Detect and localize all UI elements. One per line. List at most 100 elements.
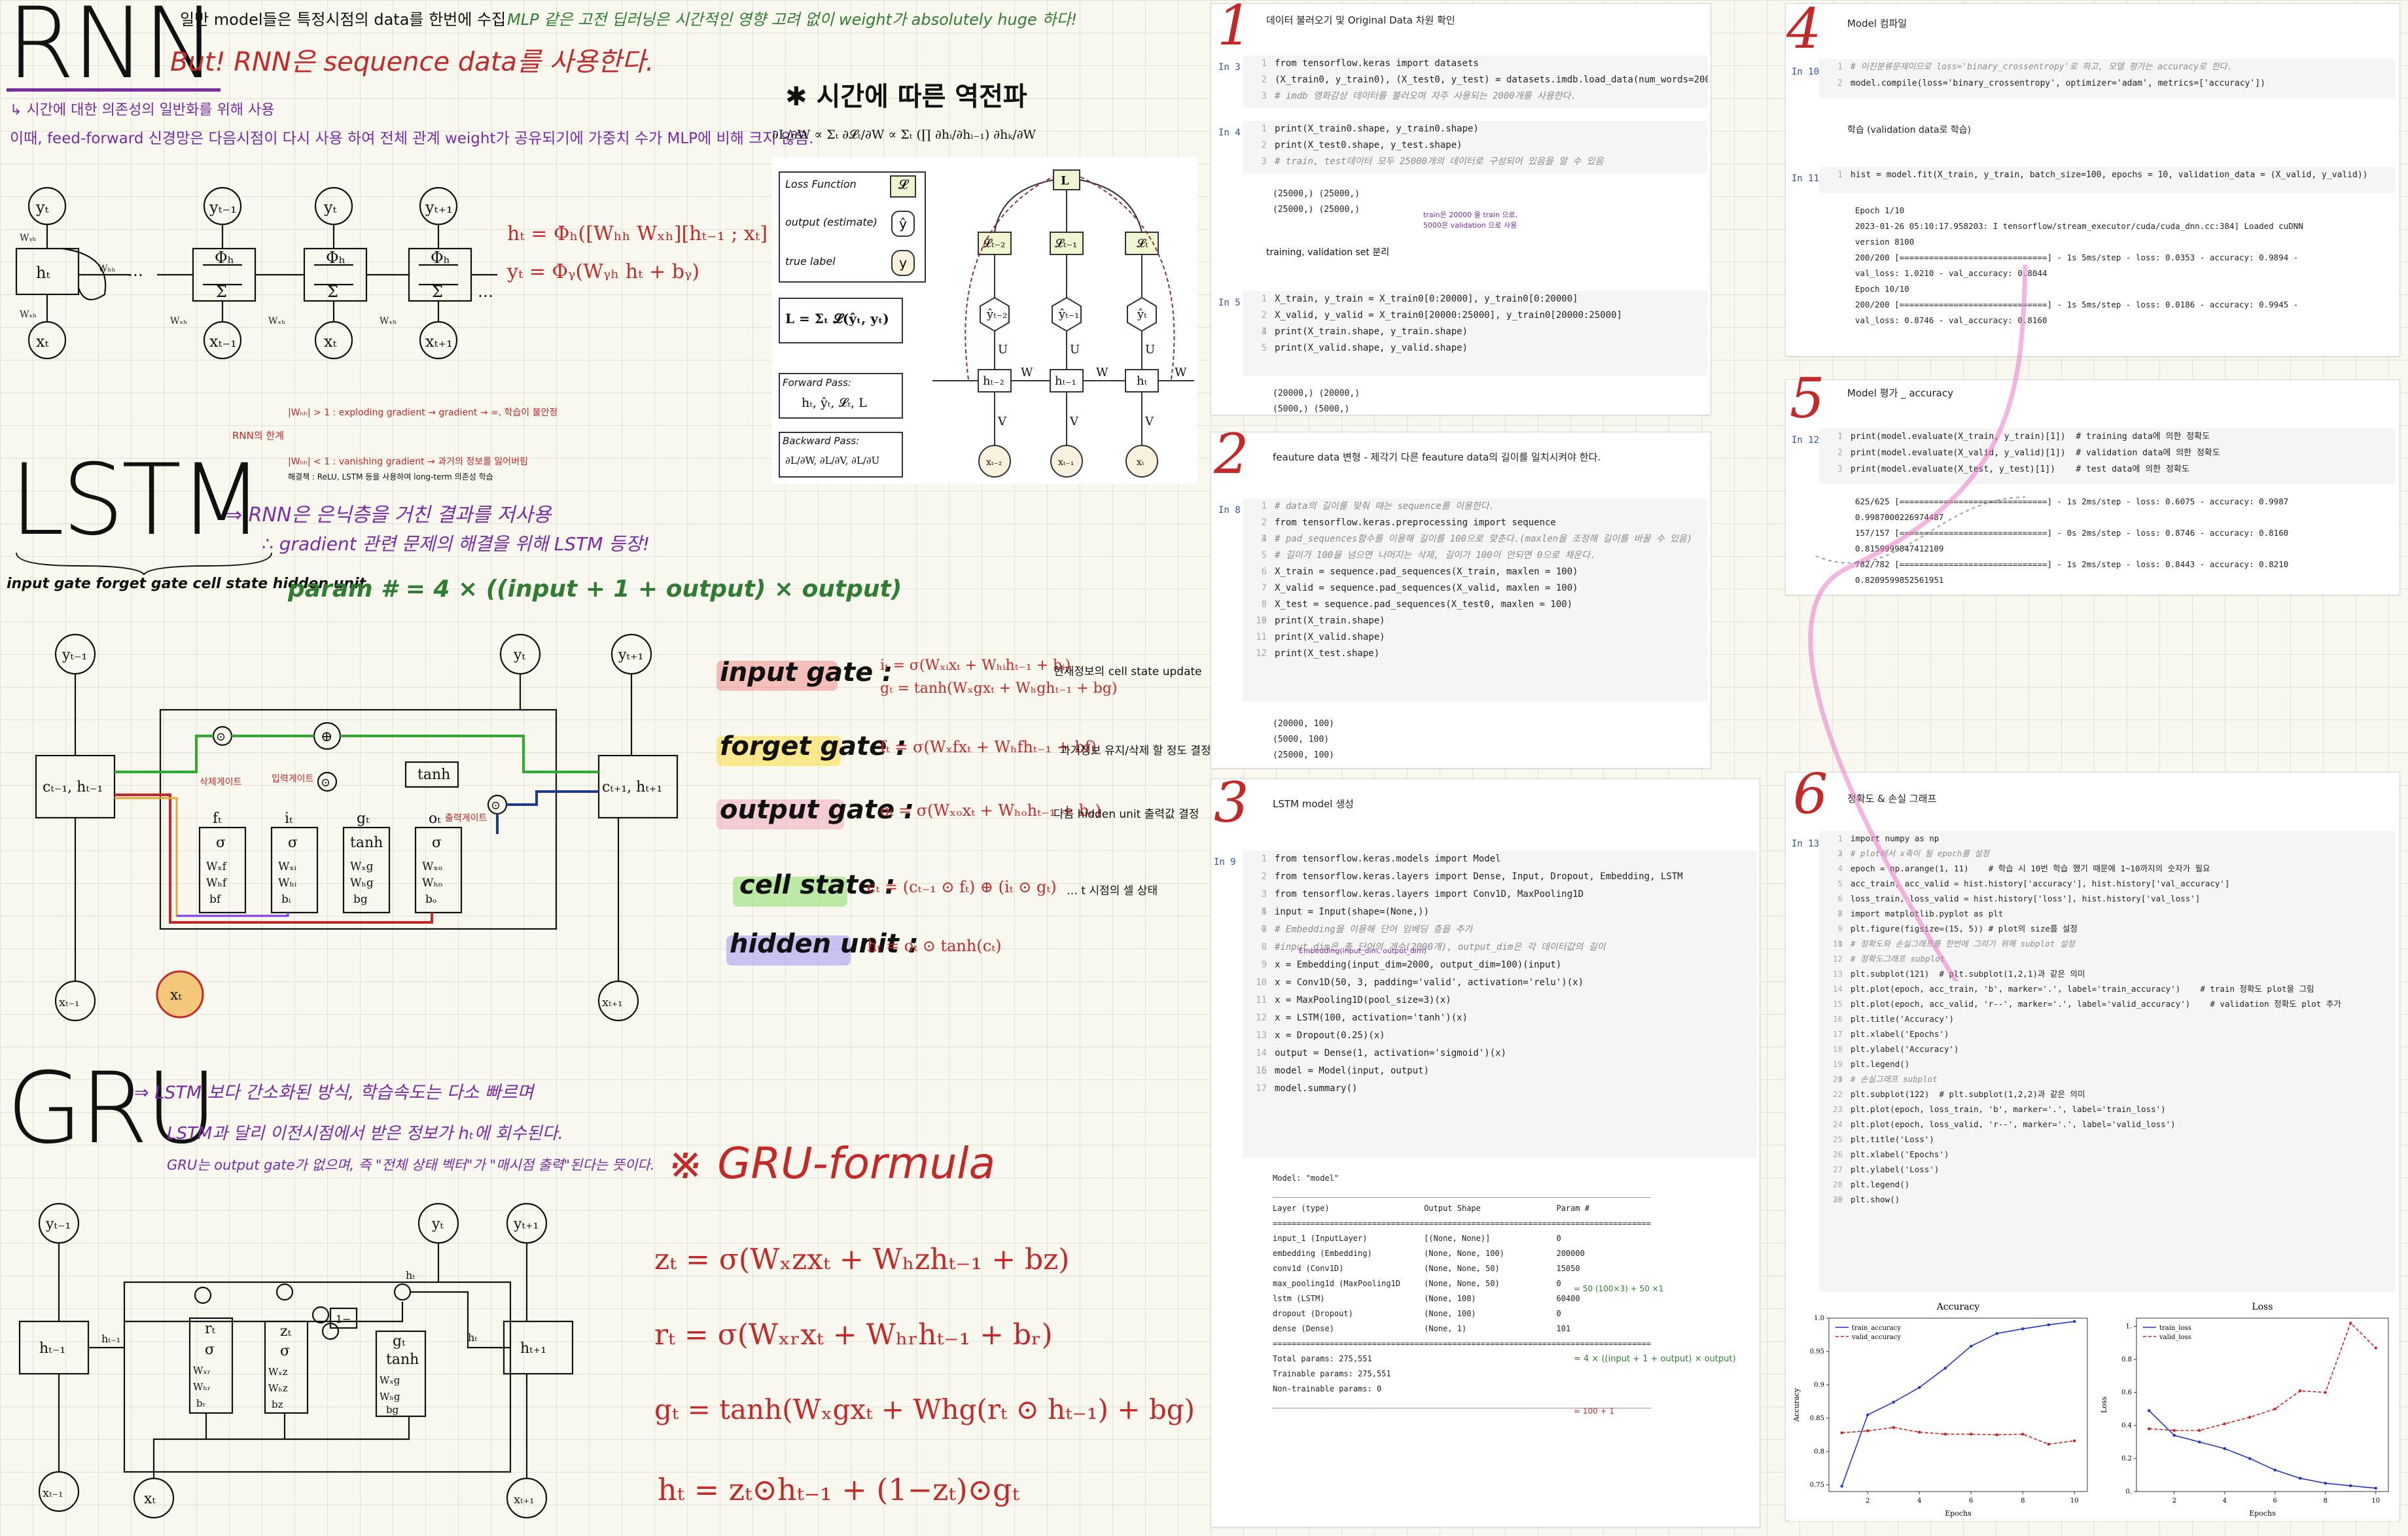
rnn-side-note-a: |Wₕₕ| > 1 : exploding gradient → gradien…	[288, 406, 558, 419]
svg-text:hₜ₋₂: hₜ₋₂	[983, 374, 1004, 388]
bptt-title: ✱ 시간에 따른 역전파	[785, 75, 1027, 113]
code-text: Epoch 1/10	[1855, 205, 1904, 215]
lstm-output-label: 출력게이트	[445, 811, 487, 824]
code-text: plt.plot(epoch, loss_train, 'b', marker=…	[1850, 1104, 2166, 1114]
legend-label: train_loss	[2159, 1325, 2191, 1332]
bptt-true-label: true label	[785, 255, 836, 268]
line-number: 1	[1243, 121, 1267, 137]
code-text: # imdb 영화감상 데이터를 불러오며 자주 사용되는 2000개를 사용한…	[1275, 91, 1576, 101]
code-text: # 이진분류문제이므로 loss='binary_crossentropy'로 …	[1850, 62, 2233, 72]
line-number: 21	[1819, 1072, 1843, 1087]
data-point	[1996, 1332, 1998, 1335]
code-line: 4# pad_sequences함수를 이용해 길이를 100으로 맞춘다.(m…	[1275, 531, 1703, 548]
data-point	[1866, 1414, 1869, 1416]
bptt-backward-label: Backward Pass:	[783, 435, 859, 447]
code-line: 30plt.show()	[1850, 1192, 2390, 1207]
line-number: 22	[1819, 1087, 1843, 1102]
code-text: plt.title('Loss')	[1850, 1134, 1934, 1144]
data-point	[2073, 1320, 2076, 1323]
line-number: 7	[1243, 921, 1267, 939]
line-number: 16	[1819, 1011, 1843, 1026]
step-number-5: 5	[1790, 366, 1824, 430]
code-line: 27plt.ylabel('Loss')	[1850, 1162, 2390, 1177]
card-5-title: Model 평가 _ accuracy	[1847, 386, 1953, 400]
forget-gate-note: 과거정보 유지/삭제 할 정도 결정	[1060, 741, 1211, 758]
code-line: 2print(X_test0.shape, y_test.shape)	[1275, 137, 1703, 154]
code-text: print(X_train0.shape, y_train0.shape)	[1275, 124, 1479, 134]
x-axis-label: Epochs	[1945, 1509, 1972, 1518]
svg-text:Wₕg: Wₕg	[380, 1391, 400, 1403]
code-text: version 8100	[1855, 237, 1914, 247]
bptt-total-loss: L = Σₜ 𝓛(ŷₜ, yₜ)	[785, 311, 889, 326]
line-number: 2	[1243, 72, 1267, 88]
y-tick-label: 0.6	[2121, 1389, 2132, 1397]
data-point	[2248, 1457, 2251, 1459]
rnn-side-note-c: 해결책 : ReLU, LSTM 등을 사용하여 long-term 의존성 학…	[288, 471, 493, 482]
gru-eq-z: zₜ = σ(Wₓzxₜ + Wₕzhₜ₋₁ + bz)	[654, 1243, 1069, 1276]
bptt-output-est: output (estimate)	[785, 216, 877, 228]
svg-text:W: W	[1021, 366, 1033, 379]
code-text: x = MaxPooling1D(pool_size=3)(x)	[1275, 995, 1451, 1005]
card-4-subtitle: 학습 (validation data로 학습)	[1847, 123, 1971, 136]
code-text: X_train, y_train = X_train0[0:20000], y_…	[1275, 294, 1578, 304]
code-text: plt.title('Accuracy')	[1850, 1014, 1954, 1024]
code-line: 157/157 [==============================]…	[1855, 525, 2392, 541]
code-text: Trainable params: 275,551	[1273, 1369, 1391, 1378]
code-line: ________________________________________…	[1273, 1186, 1750, 1201]
svg-text:𝓛ₜ₋₁: 𝓛ₜ₋₁	[1055, 237, 1077, 251]
code-text: val_loss: 0.8746 - val_accuracy: 0.8160	[1855, 315, 2047, 325]
line-number: 27	[1819, 1162, 1843, 1177]
code-text: 2023-01-26 05:10:17.958203: I tensorflow…	[1855, 221, 2303, 231]
svg-text:σ: σ	[205, 1342, 215, 1358]
svg-text:tanh: tanh	[417, 767, 450, 783]
svg-text:Wₓₕ: Wₓₕ	[170, 316, 187, 326]
svg-text:Wₕz: Wₕz	[268, 1382, 288, 1394]
svg-text:Wₕg: Wₕg	[350, 877, 374, 890]
output-in11: Epoch 1/10 2023-01-26 05:10:17.958203: I …	[1855, 203, 2392, 353]
line-number: 15	[1819, 996, 1843, 1011]
line-number: 12	[1243, 646, 1267, 662]
code-text: hist = model.fit(X_train, y_train, batch…	[1850, 170, 2368, 180]
x-tick-label: 6	[1969, 1497, 1973, 1505]
code-line: 1# data의 길이를 맞춰 때는 sequence를 이용한다.	[1275, 498, 1703, 515]
line-number: 1	[1819, 167, 1843, 183]
code-text: 625/625 [==============================]…	[1855, 497, 2288, 506]
rnn-note-3: But! RNN은 sequence data를 사용한다.	[170, 41, 654, 79]
code-line: 625/625 [==============================]…	[1855, 494, 2392, 510]
code-line: embedding (Embedding) (None, None, 100) …	[1273, 1246, 1750, 1261]
svg-text:tanh: tanh	[350, 835, 383, 851]
code-text: plt.plot(epoch, acc_train, 'b', marker='…	[1850, 984, 2314, 994]
code-line: input_1 (InputLayer) [(None, None)] 0	[1273, 1231, 1750, 1246]
code-cell-in10[interactable]: 1# 이진분류문제이므로 loss='binary_crossentropy'로…	[1819, 59, 2395, 98]
code-text: output = Dense(1, activation='sigmoid')(…	[1275, 1048, 1506, 1058]
svg-text:hₜ₋₁: hₜ₋₁	[1055, 374, 1076, 388]
svg-text:xₜ: xₜ	[170, 987, 182, 1004]
svg-text:𝓛ₜ₋₂: 𝓛ₜ₋₂	[983, 237, 1005, 251]
line-number: 1	[1243, 498, 1267, 515]
card-1-title: 데이터 불러오기 및 Original Data 차원 확인	[1266, 13, 1455, 27]
svg-text:Wₓz: Wₓz	[268, 1366, 288, 1378]
code-line: 1X_train, y_train = X_train0[0:20000], y…	[1275, 291, 1703, 307]
line-number: 2	[1243, 307, 1267, 324]
output-in8: (20000, 100)(5000, 100)(25000, 100)	[1273, 716, 1534, 765]
data-point	[1918, 1431, 1921, 1433]
line-number: 1	[1243, 850, 1267, 868]
code-cell-in11[interactable]: 1 hist = model.fit(X_train, y_train, batc…	[1819, 167, 2395, 193]
code-text: model = Model(input, output)	[1275, 1066, 1429, 1076]
legend-label: train_accuracy	[1852, 1325, 1901, 1332]
svg-text:cₜ₋₁, hₜ₋₁: cₜ₋₁, hₜ₋₁	[43, 779, 103, 795]
line-number: 12	[1243, 1009, 1267, 1027]
chart-title: Loss	[2252, 1302, 2273, 1312]
code-line: 3# imdb 영화감상 데이터를 불러오며 자주 사용되는 2000개를 사용…	[1275, 88, 1703, 105]
data-point	[1970, 1345, 1972, 1348]
code-line: val_loss: 0.8746 - val_accuracy: 0.8160	[1855, 313, 2392, 328]
code-line: Model: "model"	[1273, 1171, 1750, 1186]
